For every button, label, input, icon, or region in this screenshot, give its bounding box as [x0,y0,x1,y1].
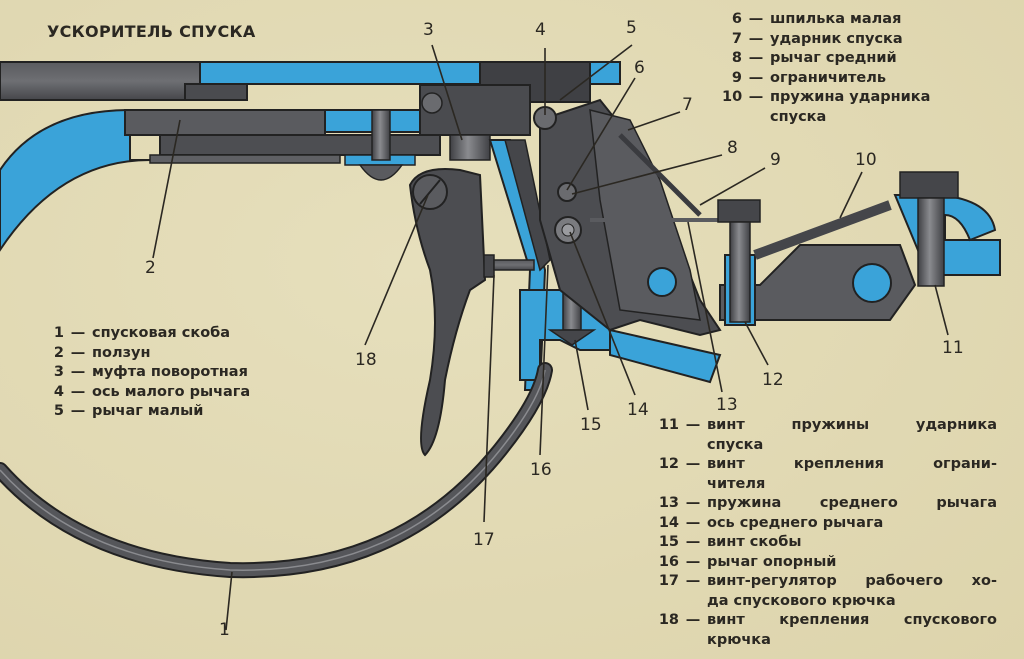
leader-13 [687,221,723,393]
stock-body [0,108,441,252]
callout-9: 9 [770,150,781,170]
leader-12 [744,321,769,366]
small-pin [557,182,577,202]
callout-8: 8 [727,138,738,158]
legend-item: 11—винт пружины ударника [658,417,997,433]
leader-2 [152,119,181,259]
right-assembly [717,171,1001,326]
legend-item: 18—винт крепления спускового [658,612,997,628]
callout-13: 13 [716,395,738,415]
leader-11 [934,284,949,336]
callout-12: 12 [762,370,784,390]
leader-3 [431,44,463,141]
callout-3: 3 [423,20,434,40]
legend-item: 6—шпилька малая [731,11,902,27]
legend-item: 5—рычаг малый [53,403,204,419]
leader-9 [699,167,766,206]
leader-17 [483,274,495,523]
legend-item: 12—винт крепления ограни- [658,456,997,472]
legend-top-right: 6—шпилька малая 7—ударник спуска 8—рычаг… [722,10,930,127]
legend-item-continuation: спуска [707,436,764,453]
leader-lines [152,44,949,631]
legend-item: 4—ось малого рычага [53,383,251,400]
legend-item: 2—ползун [53,344,151,361]
legend-item: 8—рычаг средний [731,50,897,66]
legend-item-continuation: да спускового крючка [707,592,896,609]
legend-item: 10—пружина ударника [722,89,931,105]
legend-bottom-right: 11—винт пружины ударника спуска 12—винт … [655,416,997,650]
callout-2: 2 [145,258,156,278]
legend-item: 13—пружина среднего рычага [658,495,997,511]
callout-1: 1 [219,620,230,640]
leader-5 [559,44,633,101]
leader-6 [566,77,636,191]
central-block [419,84,531,161]
adjustment-screw [483,254,535,278]
striker-spring [753,200,892,260]
leader-10 [839,171,863,219]
leader-15 [574,339,589,411]
legend-item: 3—муфта поворотная [53,364,248,380]
guard-screw [547,289,597,346]
leader-18 [364,194,429,346]
legend-item: 15—винт скобы [658,534,802,550]
callout-16: 16 [530,460,552,480]
diagram-title: УСКОРИТЕЛЬ СПУСКА [47,22,256,41]
callout-6: 6 [634,58,645,78]
callout-15: 15 [580,415,602,435]
leader-7 [627,111,681,131]
callout-7: 7 [682,95,693,115]
leader-8 [571,154,723,195]
legend-item-continuation: чителя [707,475,766,492]
callout-18: 18 [355,350,377,370]
callout-5: 5 [626,18,637,38]
lower-blue-tab [609,328,722,384]
callout-10: 10 [855,150,877,170]
legend-item: 17—винт-регулятор рабочего хо- [658,573,997,589]
callout-4: 4 [535,20,546,40]
callout-14: 14 [627,400,649,420]
slide-screw [358,109,404,181]
legend-item: 16—рычаг опорный [658,553,837,570]
callout-11: 11 [942,338,964,358]
leader-1 [225,571,233,631]
support-lever [504,139,551,272]
leader-14 [569,231,636,396]
leader-16 [539,264,549,456]
legend-item-continuation: спуска [770,108,827,125]
trigger [408,168,487,457]
legend-item: 14—ось среднего рычага [658,514,884,531]
legend-item: 1—спусковая скоба [53,325,231,341]
callout-17: 17 [473,530,495,550]
legend-item: 9—ограничитель [731,69,887,86]
middle-lever-hole [647,267,677,297]
legend-left: 1—спусковая скоба 2—ползун 3—муфта повор… [52,324,250,422]
legend-item-continuation: крючка [707,631,771,648]
striker-rod [618,133,702,217]
legend-item: 7—ударник спуска [731,30,903,47]
receiver-rail [0,61,621,103]
